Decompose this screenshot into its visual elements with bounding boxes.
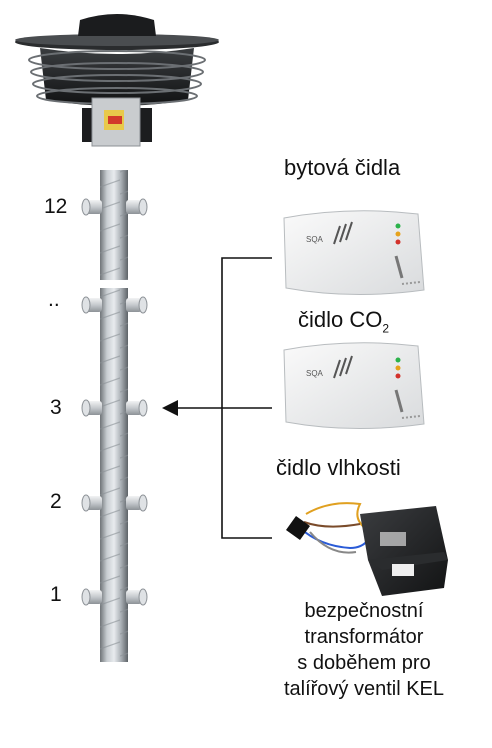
floor-label-1: 1 (50, 583, 62, 606)
transformer-icon (286, 502, 448, 596)
floor-label-3: 3 (50, 396, 62, 419)
sensor-brand-middle: SQA (306, 369, 324, 378)
caption-line-1: bezpečnostní (304, 600, 424, 622)
disc-valves (81, 198, 148, 606)
valve-floor-1 (81, 588, 148, 606)
arrow-icon (162, 400, 178, 416)
connection-lines (176, 257, 272, 539)
caption-line-2: transformátor (304, 626, 424, 648)
caption-line-4: talířový ventil KEL (283, 678, 445, 700)
room-sensors-label: bytová čidla (284, 155, 401, 180)
floor-label-2: 2 (50, 490, 62, 513)
room-sensor-icon (283, 210, 425, 296)
valve-floor-3 (81, 399, 148, 417)
co2-sensor-label: čidlo CO2 (298, 307, 389, 335)
roof-fan-icon (15, 14, 219, 147)
valve-floor-2 (81, 494, 148, 512)
humidity-sensor-label: čidlo vlhkosti (276, 455, 401, 480)
transformer-caption: bezpečnostní transformátor s doběhem pro… (260, 598, 468, 702)
caption-line-3: s doběhem pro (297, 652, 431, 674)
co2-label-subscript: 2 (382, 321, 390, 336)
sensor-brand-top: SQA (306, 235, 324, 244)
co2-label-text: čidlo CO (298, 307, 383, 332)
floor-label-12: 12 (44, 195, 68, 218)
floor-label-dots: .. (48, 288, 60, 311)
co2-sensor-icon (283, 342, 425, 430)
valve-floor-dots (81, 296, 148, 314)
valve-floor-12 (81, 198, 148, 216)
vertical-duct (98, 170, 130, 662)
